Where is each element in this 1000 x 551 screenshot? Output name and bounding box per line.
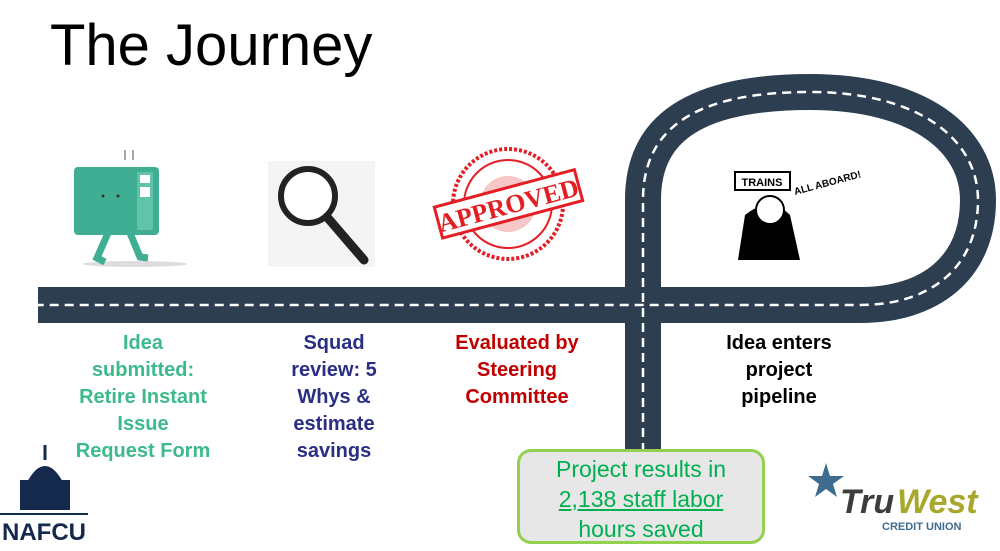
page-title: The Journey [50,13,373,78]
result-box: Project results in 2,138 staff labor hou… [517,449,765,544]
svg-text:West: West [897,483,979,521]
magnifying-glass-icon [268,161,375,267]
all-aboard-conductor-icon: TRAINS ALL ABOARD! [734,169,862,260]
walking-form-icon [74,150,187,267]
svg-text:CREDIT UNION: CREDIT UNION [882,521,962,533]
svg-text:Tru: Tru [840,483,894,521]
nafcu-wordmark: NAFCU [2,519,86,546]
svg-text:ALL ABOARD!: ALL ABOARD! [793,169,862,197]
hours-saved-link[interactable]: 2,138 staff labor [558,486,724,512]
nafcu-logo [0,445,88,515]
approved-stamp-icon: APPROVED [432,147,585,261]
svg-text:TRAINS: TRAINS [742,177,783,189]
road-centerline [38,90,980,452]
truwest-logo: Tru West CREDIT UNION [808,463,979,533]
